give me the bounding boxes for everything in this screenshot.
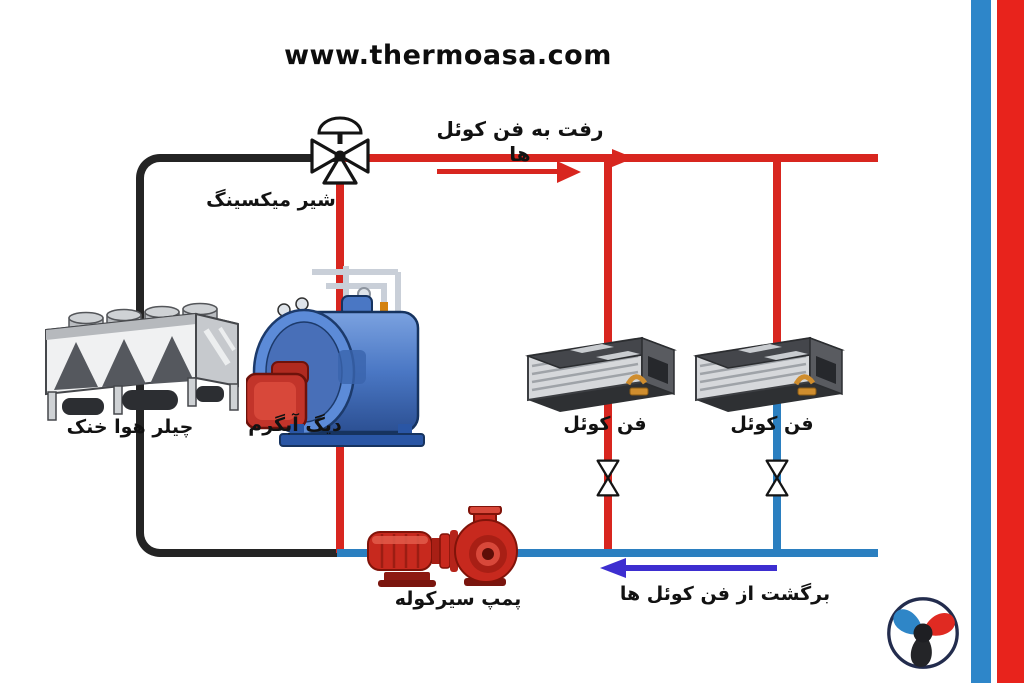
chiller-label: چیلر هوا خنک [66,416,194,438]
chiller-illustration [45,302,239,421]
return-pipe-blue [337,549,878,557]
pump-label: پمپ سیرکوله [394,588,522,610]
pump-illustration [367,506,518,587]
mixing-valve-label: شیر میکسینگ [206,189,336,211]
boiler-illustration [246,266,425,447]
fancoil1-label: فن کوئل [563,413,647,435]
return-flow-arrowhead-icon [600,558,626,578]
boiler-label: دیگ آبگرم [248,414,342,436]
return-flow-arrow [625,565,777,571]
supply-flow-arrow [437,169,559,174]
supply-flow-arrowhead-icon [557,161,581,183]
border-stripe-red [997,0,1024,683]
supply-line-arrowhead-icon [612,149,634,167]
return-flow-label: برگشت از فن کوئل ها [619,583,831,605]
mixing-valve-icon [310,116,370,185]
fancoil2-label: فن کوئل [730,413,814,435]
fancoil2-illustration [692,326,852,418]
fancoil2-valve-icon [765,459,789,497]
fancoil1-illustration [524,326,684,418]
fancoil2-branch-pipe-red [773,158,781,403]
fan-logo-icon [887,597,959,669]
border-stripe-blue [971,0,991,683]
site-url-title: www.thermoasa.com [284,40,612,71]
supply-flow-label: رفت به فن کوئل ها [436,117,604,166]
fancoil1-valve-icon [596,459,620,497]
